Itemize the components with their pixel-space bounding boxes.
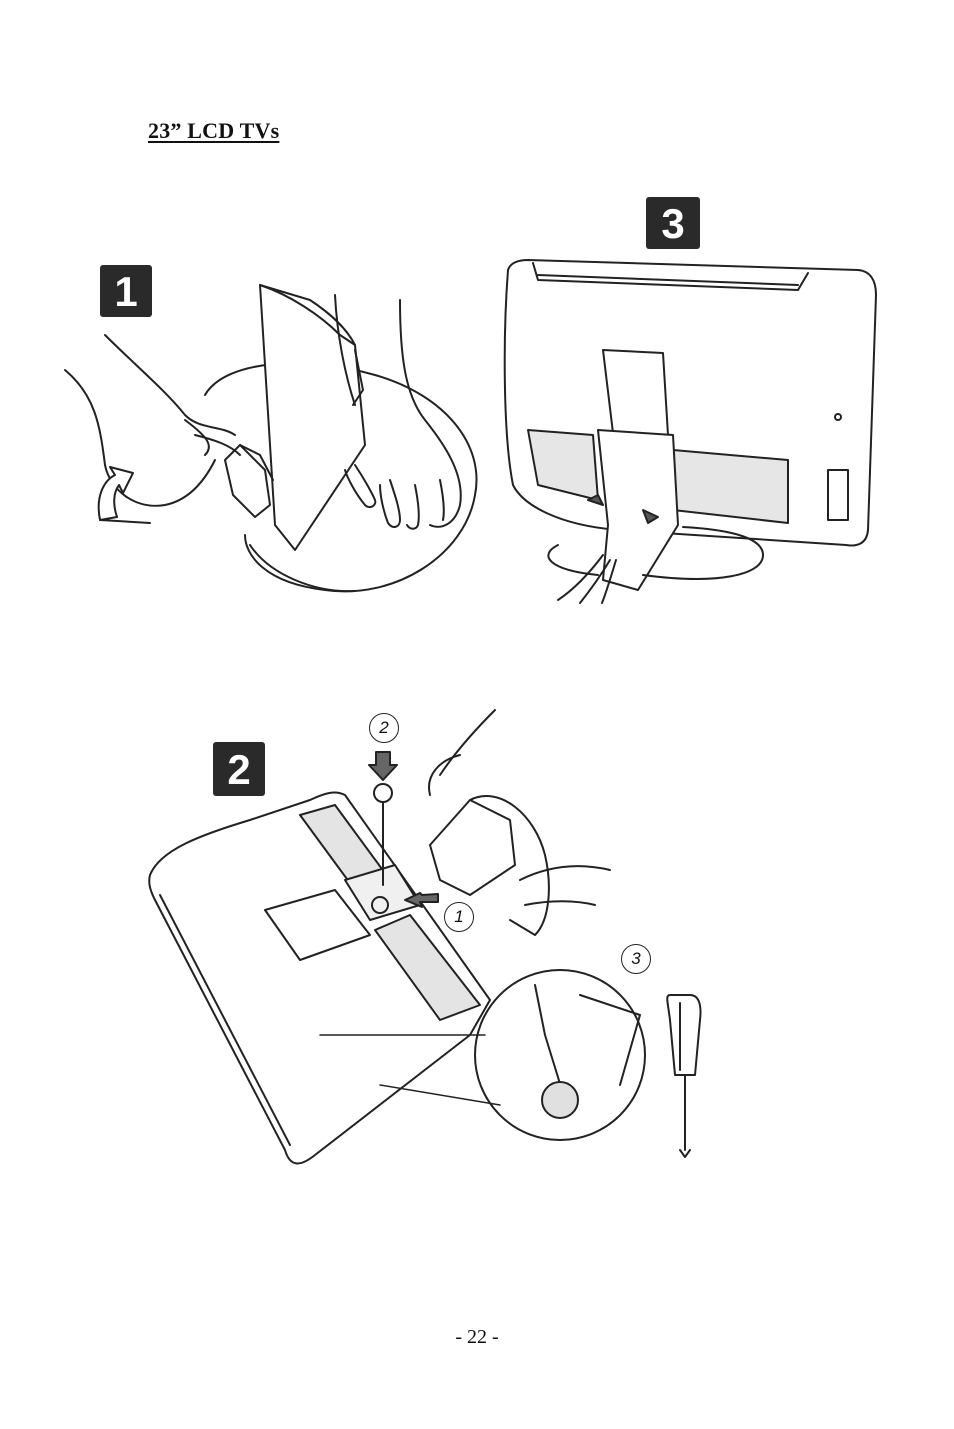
substep-2-label: 2: [369, 713, 399, 743]
section-heading: 23” LCD TVs: [148, 118, 279, 144]
step-3-badge: 3: [646, 197, 700, 249]
substep-3-label: 3: [621, 944, 651, 974]
step-2-badge: 2: [213, 742, 265, 796]
step-1-badge: 1: [100, 265, 152, 317]
page-number: - 22 -: [0, 1326, 954, 1349]
substep-1-label: 1: [444, 902, 474, 932]
illustration-step-3: [498, 255, 883, 605]
